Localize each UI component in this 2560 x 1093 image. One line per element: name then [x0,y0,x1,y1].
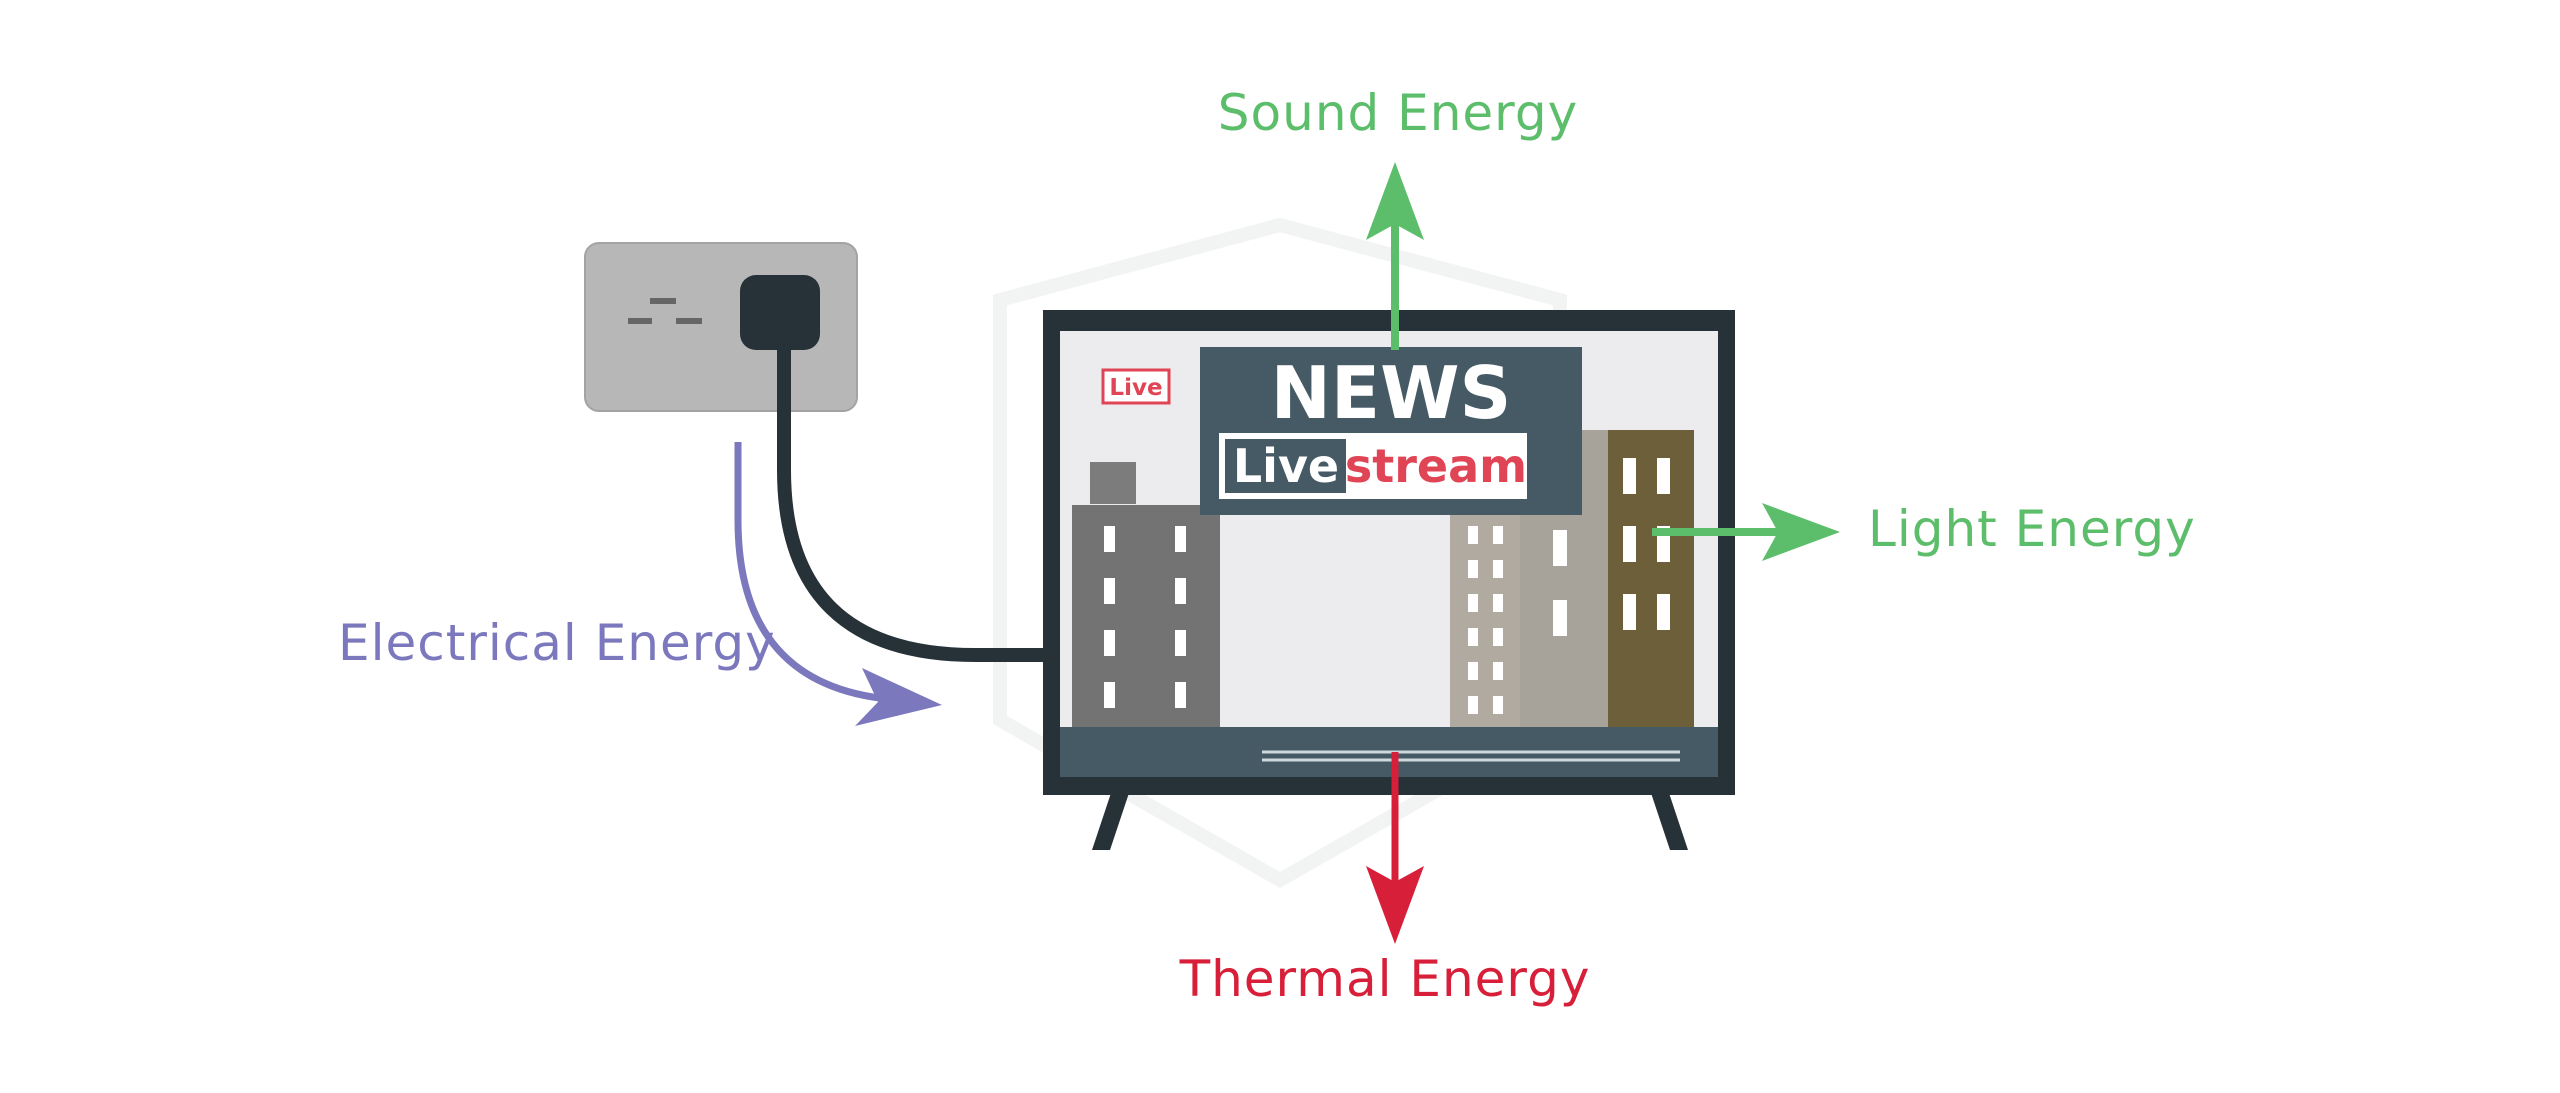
light-arrow [1652,503,1840,561]
bug-stream-text: stream [1345,439,1527,493]
electrical-energy-label: Electrical Energy [338,614,776,672]
tv-stand [1092,790,1688,850]
bug-live-text: Live [1233,439,1339,493]
electrical-arrow [734,442,942,726]
sound-arrow [1366,162,1424,350]
news-title: NEWS [1271,351,1512,435]
city-skyline [1072,430,1694,727]
light-energy-label: Light Energy [1868,500,2196,558]
svg-text:Live: Live [1109,375,1162,401]
thermal-arrow [1366,752,1424,944]
live-tag: Live [1101,368,1171,405]
power-cable [777,333,1053,662]
thermal-energy-label: Thermal Energy [1179,950,1591,1008]
plug-icon [740,275,820,350]
livestream-bug: Live stream [1219,433,1527,499]
ticker-lines [1262,750,1680,762]
sound-energy-label: Sound Energy [1218,84,1578,142]
